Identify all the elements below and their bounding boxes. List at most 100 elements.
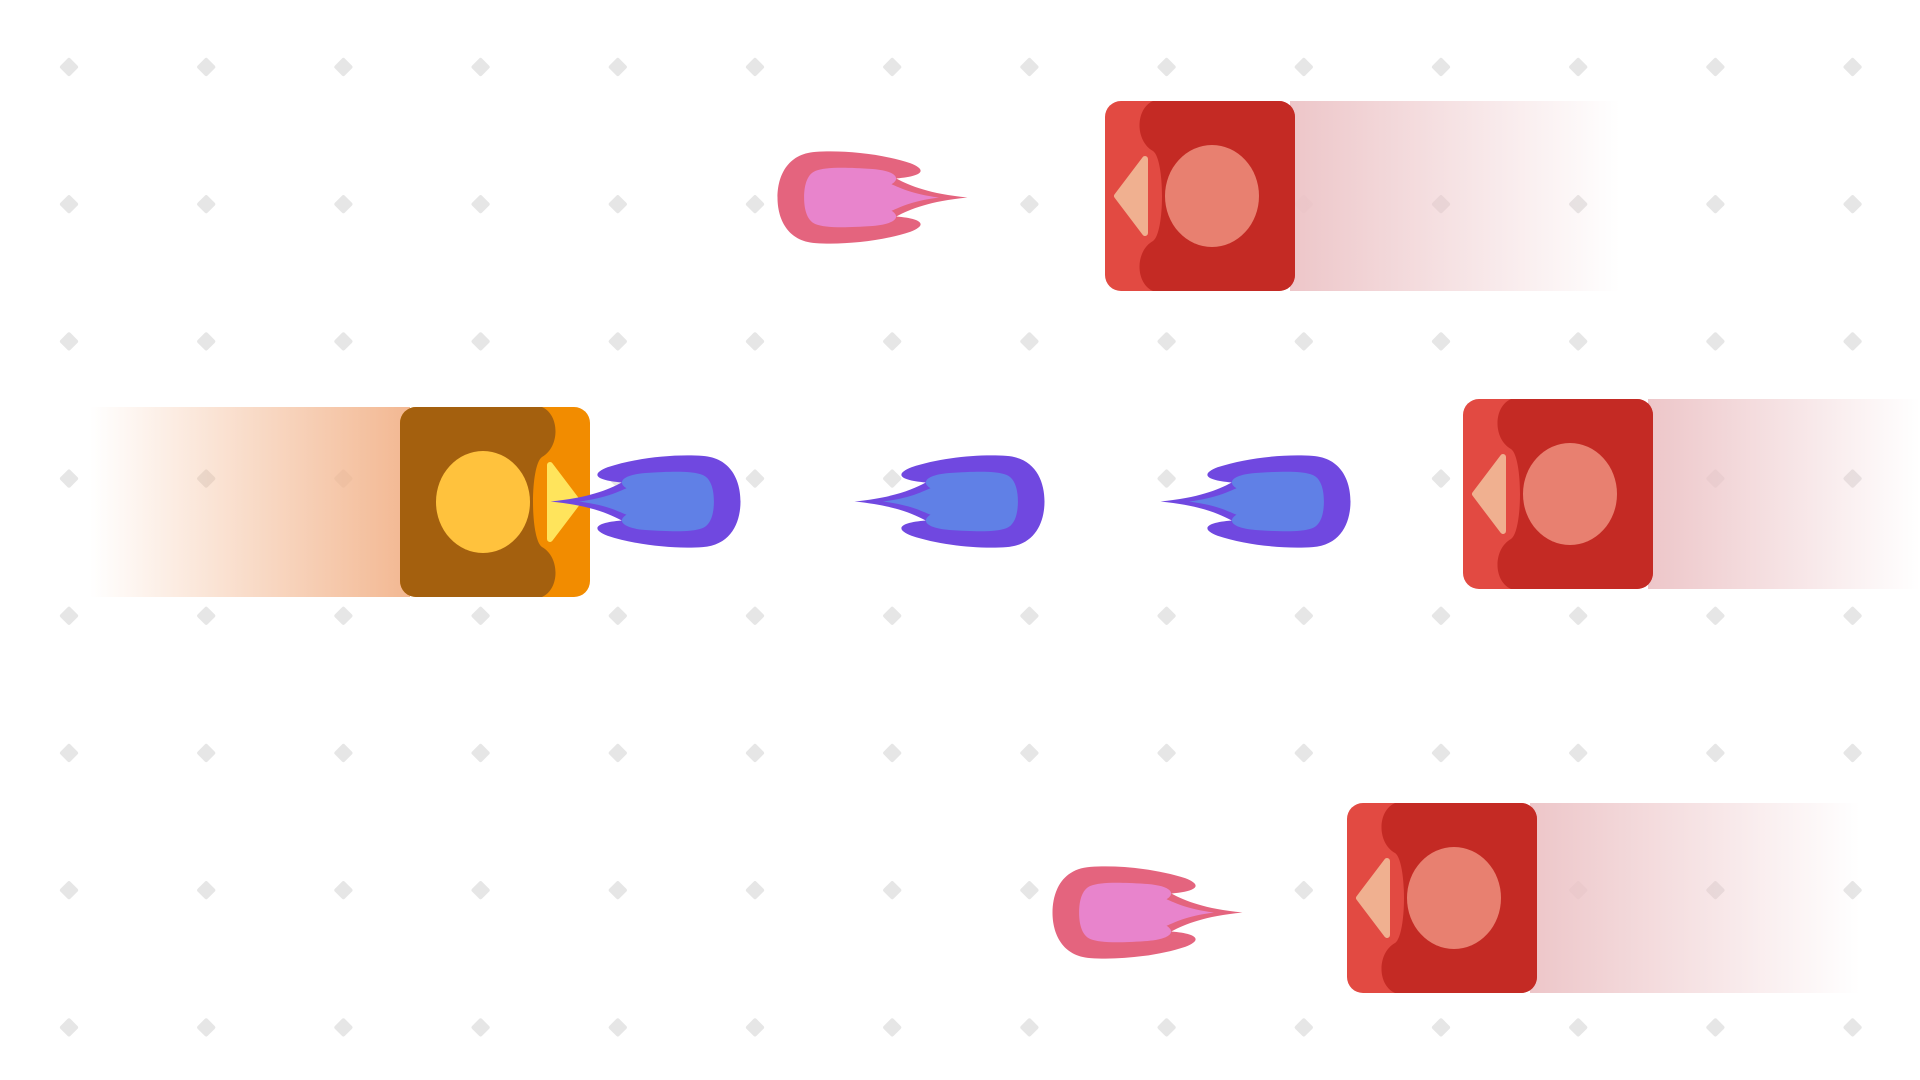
- grid-dot: [1843, 743, 1862, 763]
- enemy-ship: [1347, 803, 1537, 993]
- grid-dot: [1020, 606, 1039, 625]
- grid-dot: [1157, 57, 1176, 77]
- grid-dot: [1569, 743, 1588, 763]
- grid-dot: [745, 1018, 765, 1037]
- grid-dot: [1569, 1018, 1588, 1037]
- grid-dot: [608, 881, 627, 900]
- grid-dot: [197, 195, 216, 214]
- grid-dot: [1020, 743, 1039, 763]
- grid-dot: [1569, 332, 1588, 351]
- grid-dot: [1843, 1018, 1862, 1037]
- grid-dot: [1294, 332, 1313, 351]
- enemy-ship: [1463, 399, 1653, 589]
- grid-dot: [1294, 57, 1313, 77]
- grid-dot: [1569, 606, 1588, 625]
- grid-dot: [471, 57, 490, 77]
- grid-dot: [471, 195, 490, 214]
- grid-dot: [608, 606, 627, 625]
- grid-dot: [59, 195, 79, 214]
- grid-dot: [1157, 606, 1176, 625]
- enemy-ship: [1105, 101, 1295, 291]
- grid-dot: [883, 881, 902, 900]
- grid-dot: [1706, 743, 1725, 763]
- grid-dot: [1843, 332, 1862, 351]
- grid-dot: [1431, 1018, 1451, 1037]
- grid-dot: [334, 1018, 353, 1037]
- grid-dot: [745, 332, 765, 351]
- enemy-motion-trail: [1648, 399, 1920, 589]
- grid-dot: [1431, 743, 1451, 763]
- grid-dot: [1157, 1018, 1176, 1037]
- player-projectile: [1160, 455, 1351, 548]
- grid-dot: [1020, 881, 1039, 900]
- grid-dot: [883, 469, 902, 488]
- grid-dot: [883, 606, 902, 625]
- grid-dot: [608, 743, 627, 763]
- grid-dot: [1843, 195, 1862, 214]
- grid-dot: [471, 606, 490, 625]
- grid-dot: [1020, 57, 1039, 77]
- enemy-projectile: [777, 151, 968, 244]
- grid-dot: [883, 743, 902, 763]
- grid-dot: [608, 332, 627, 351]
- grid-dot: [59, 1018, 79, 1037]
- grid-dot: [334, 743, 353, 763]
- grid-dot: [745, 881, 765, 900]
- grid-dot: [883, 57, 902, 77]
- grid-dot: [59, 57, 79, 77]
- grid-dot: [1706, 606, 1725, 625]
- grid-dot: [471, 881, 490, 900]
- grid-dot: [1569, 57, 1588, 77]
- grid-dot: [608, 195, 627, 214]
- grid-dot: [59, 881, 79, 900]
- grid-dot: [745, 743, 765, 763]
- grid-dot: [471, 743, 490, 763]
- grid-dot: [197, 606, 216, 625]
- grid-dot: [608, 57, 627, 77]
- grid-dot: [59, 606, 79, 625]
- grid-dot: [883, 1018, 902, 1037]
- grid-dot: [1294, 606, 1313, 625]
- grid-dot: [197, 881, 216, 900]
- grid-dot: [197, 743, 216, 763]
- grid-dot: [1157, 469, 1176, 488]
- enemy-projectile: [1052, 866, 1243, 959]
- grid-dot: [608, 1018, 627, 1037]
- grid-dot: [334, 332, 353, 351]
- grid-dot: [471, 332, 490, 351]
- grid-dot: [1020, 195, 1039, 214]
- enemy-motion-trail: [1290, 101, 1620, 291]
- grid-dot: [1706, 332, 1725, 351]
- grid-dot: [745, 195, 765, 214]
- grid-dot: [1020, 1018, 1039, 1037]
- grid-dot: [745, 469, 765, 488]
- grid-dot: [1706, 57, 1725, 77]
- grid-dot: [1843, 606, 1862, 625]
- grid-dot: [1706, 195, 1725, 214]
- grid-dot: [197, 332, 216, 351]
- grid-dot: [883, 332, 902, 351]
- grid-dot: [471, 1018, 490, 1037]
- grid-dot: [1706, 1018, 1725, 1037]
- grid-dot: [59, 743, 79, 763]
- grid-dot: [1431, 332, 1451, 351]
- grid-dot: [334, 881, 353, 900]
- player-motion-trail: [90, 407, 410, 597]
- grid-dot: [334, 57, 353, 77]
- grid-dot: [745, 57, 765, 77]
- grid-dot: [745, 606, 765, 625]
- grid-dot: [1157, 332, 1176, 351]
- grid-dot: [59, 332, 79, 351]
- grid-dot: [1843, 57, 1862, 77]
- grid-dot: [59, 469, 79, 488]
- grid-dot: [1157, 743, 1176, 763]
- grid-dot: [1294, 743, 1313, 763]
- grid-dot: [1294, 881, 1313, 900]
- grid-dot: [197, 1018, 216, 1037]
- grid-dot: [1020, 332, 1039, 351]
- grid-dot: [1431, 469, 1451, 488]
- grid-dot: [1431, 606, 1451, 625]
- grid-dot: [1294, 1018, 1313, 1037]
- grid-dot: [197, 57, 216, 77]
